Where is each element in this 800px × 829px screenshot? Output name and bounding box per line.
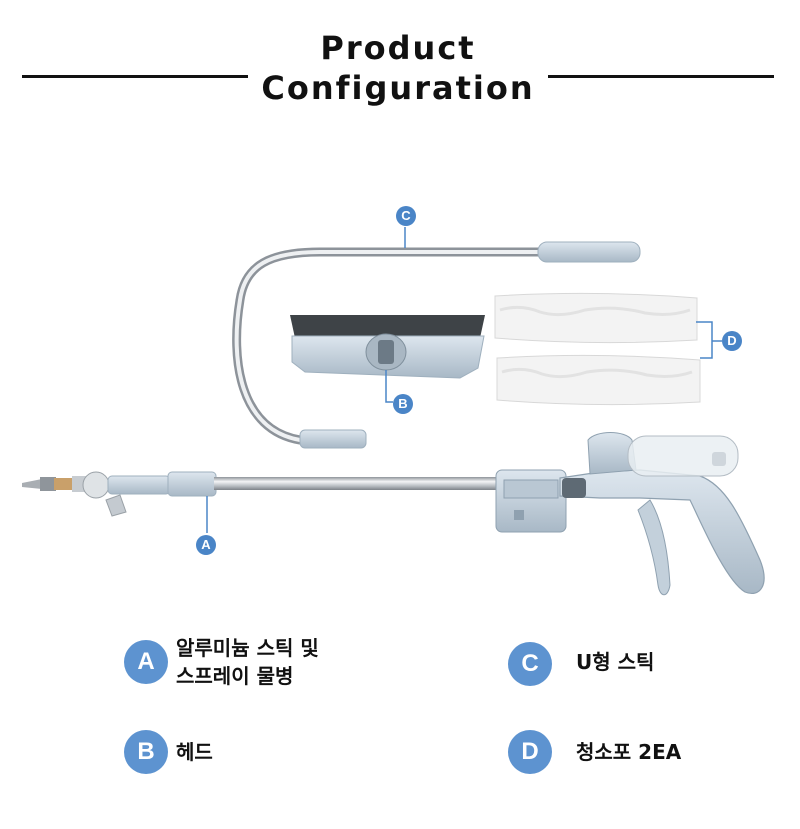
page-header: Product Configuration xyxy=(0,0,800,120)
u-stick xyxy=(232,227,641,449)
legend-label-c: U형 스틱 xyxy=(576,650,655,674)
legend-label-d: 청소포 2EA xyxy=(576,740,682,764)
mop-head xyxy=(290,315,485,403)
product-illustration: C B D A xyxy=(22,206,765,596)
page-title: Product Configuration xyxy=(248,28,548,108)
callout-c: C xyxy=(396,206,416,226)
legend-label-a: 알루미늄 스틱 및 스프레이 물병 xyxy=(176,634,319,690)
legend-label-a-line2: 스프레이 물병 xyxy=(176,664,294,688)
callout-d: D xyxy=(722,331,742,351)
legend-badge-a: A xyxy=(124,640,168,684)
callout-a: A xyxy=(196,535,216,555)
title-divider-left xyxy=(22,75,248,78)
legend-badge-d: D xyxy=(508,730,552,774)
aluminium-stick xyxy=(22,432,765,596)
legend-label-b: 헤드 xyxy=(176,740,213,764)
cleaning-pads xyxy=(494,292,722,406)
page-title-line1: Product xyxy=(320,29,476,67)
title-divider-right xyxy=(548,75,774,78)
callout-b: B xyxy=(393,394,413,414)
page-title-line2: Configuration xyxy=(261,69,535,107)
legend-badge-b: B xyxy=(124,730,168,774)
legend-label-a-line1: 알루미늄 스틱 및 xyxy=(176,636,319,660)
legend-badge-c: C xyxy=(508,642,552,686)
